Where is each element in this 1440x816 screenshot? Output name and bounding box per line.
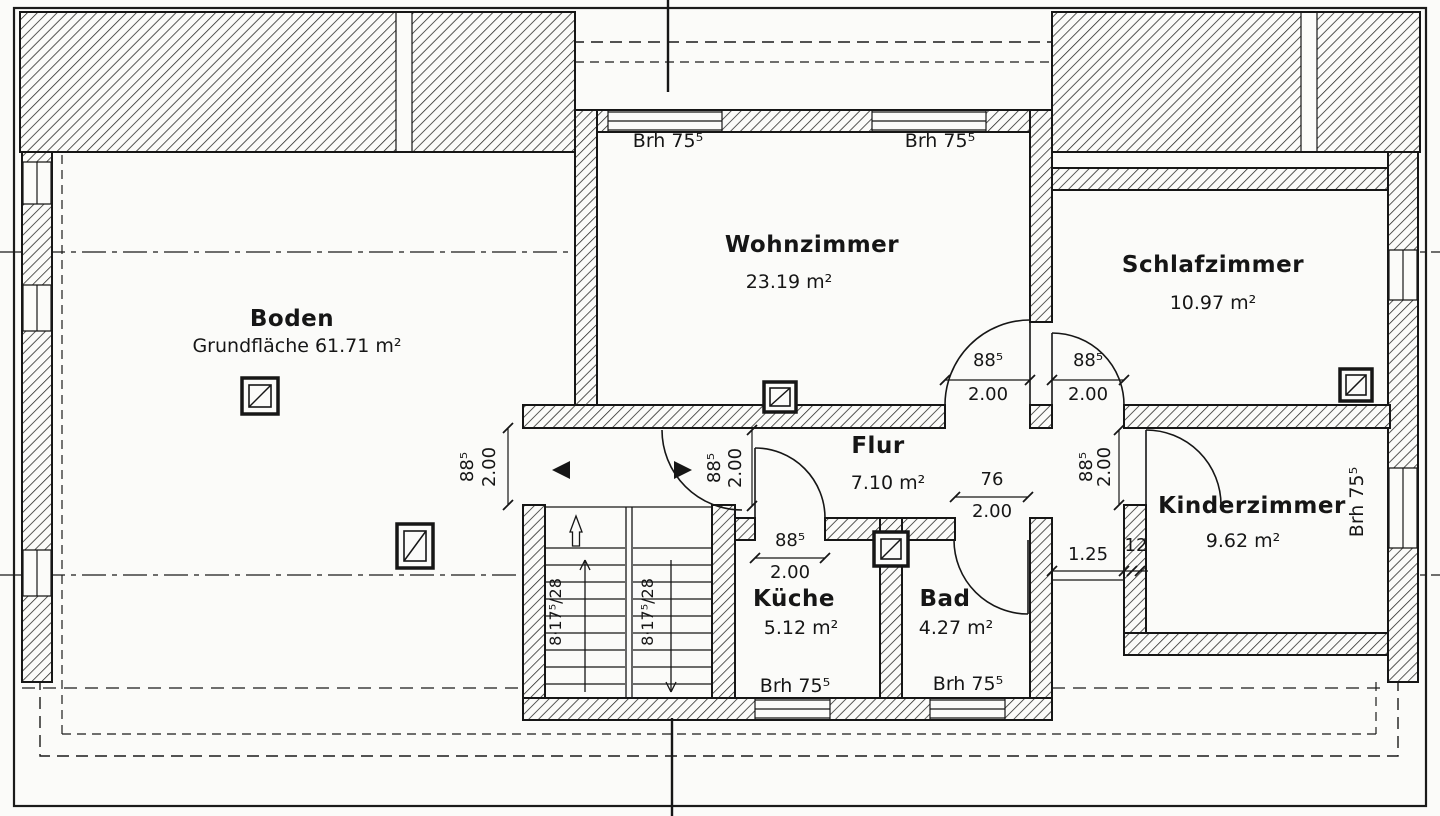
chimney-kueche-bad	[872, 530, 910, 568]
chimney-wohnzimmer	[762, 380, 798, 414]
room-label-flur: Flur	[851, 433, 904, 459]
dim-kueche-door-height: 2.00	[770, 562, 810, 583]
wall-stair-left	[522, 504, 546, 721]
wall-bad-right	[1029, 517, 1053, 721]
room-area-kinderzimmer: 9.62 m²	[1206, 530, 1280, 552]
windows	[22, 12, 1418, 720]
stairs	[545, 506, 712, 698]
stair-run-label-right: 8·17⁵/28	[638, 578, 657, 646]
parapet-label-kueche: Brh 75⁵	[760, 675, 830, 697]
room-label-bad: Bad	[919, 586, 970, 612]
doors	[661, 319, 1222, 615]
wall-flur-top	[522, 404, 946, 429]
room-area-wohnzimmer: 23.19 m²	[746, 271, 833, 293]
dim-niche-width: 1.25	[1068, 544, 1108, 565]
parapet-label-bad: Brh 75⁵	[933, 673, 1003, 695]
wall-stair-right	[711, 504, 736, 721]
chimney-boden-1	[240, 376, 280, 416]
dim-schlafzimmer-door-width: 88⁵	[1073, 350, 1103, 371]
stair-walk-lines	[579, 559, 677, 693]
door-arc-kueche	[754, 447, 826, 519]
door-arc-kinderzimmer	[1145, 429, 1222, 506]
dim-bad-door-width: 76	[981, 469, 1004, 490]
wall-top-left	[19, 11, 576, 153]
door-arc-wohnzimmer	[944, 319, 1031, 406]
door-arc-schlafzimmer	[1051, 332, 1125, 406]
wall-wohnzimmer-left	[574, 109, 598, 411]
stair-up-arrow-icon	[569, 514, 583, 547]
eave-dashed-rect-inner-top	[61, 61, 1376, 734]
dim-kueche-door-width: 88⁵	[775, 530, 805, 551]
chimney-boden-2	[395, 522, 435, 570]
wall-kinderzimmer-top	[1123, 404, 1391, 429]
labels: Boden Grundfläche 61.71 m² Wohnzimmer 23…	[192, 130, 1368, 697]
room-area-schlafzimmer: 10.97 m²	[1170, 292, 1257, 314]
dim-kinderzimmer-door-width: 88⁵	[1076, 452, 1097, 482]
dim-bad-door-height: 2.00	[972, 501, 1012, 522]
dim-boden-door-width: 88⁵	[457, 452, 478, 482]
wall-schlafzimmer-top	[1051, 167, 1389, 191]
chimneys	[240, 367, 1374, 570]
dim-schlafzimmer-door-height: 2.00	[1068, 384, 1108, 405]
chimney-schlafzimmer	[1338, 367, 1374, 403]
dim-flur-door-width: 88⁵	[704, 453, 725, 483]
parapet-label-wohnzimmer-left: Brh 75⁵	[633, 130, 703, 152]
wall-top-right	[1051, 11, 1421, 153]
dim-wohnzimmer-door-height: 2.00	[968, 384, 1008, 405]
wall-door-stub	[1029, 404, 1053, 429]
wall-flur-bottom-stub	[734, 517, 756, 541]
wall-right	[1387, 151, 1419, 683]
room-label-schlafzimmer: Schlafzimmer	[1122, 252, 1304, 278]
section-marks	[552, 0, 692, 816]
room-area-kueche: 5.12 m²	[764, 617, 838, 639]
room-area-flur: 7.10 m²	[851, 472, 925, 494]
wall-kinderzimmer-bottom	[1123, 632, 1389, 656]
stair-run-label-left: 8·17⁵/28	[546, 578, 565, 646]
direction-arrow-right-icon	[674, 461, 692, 479]
direction-arrow-left-icon	[552, 461, 570, 479]
room-label-kinderzimmer: Kinderzimmer	[1158, 493, 1346, 519]
dimension-lines	[502, 374, 1148, 577]
wall-left	[21, 151, 53, 683]
dim-flur-door-height: 2.00	[725, 448, 746, 488]
parapet-label-kinderzimmer: Brh 75⁵	[1346, 467, 1368, 537]
parapet-label-wohnzimmer-right: Brh 75⁵	[905, 130, 975, 152]
wall-wohnzimmer-schlafzimmer	[1029, 109, 1053, 323]
room-label-kueche: Küche	[753, 586, 835, 612]
room-label-boden: Boden	[250, 306, 334, 332]
dim-kinderzimmer-door-height: 2.00	[1094, 447, 1115, 487]
dim-boden-door-height: 2.00	[479, 447, 500, 487]
dim-wall-thickness: 12	[1125, 535, 1148, 556]
door-arc-bad	[953, 539, 1029, 615]
room-area-bad: 4.27 m²	[919, 617, 993, 639]
dim-wohnzimmer-door-width: 88⁵	[973, 350, 1003, 371]
room-area-boden: Grundfläche 61.71 m²	[192, 335, 401, 357]
door-arc-flur	[661, 429, 743, 511]
outer-border	[12, 6, 1428, 808]
room-label-wohnzimmer: Wohnzimmer	[725, 232, 899, 258]
